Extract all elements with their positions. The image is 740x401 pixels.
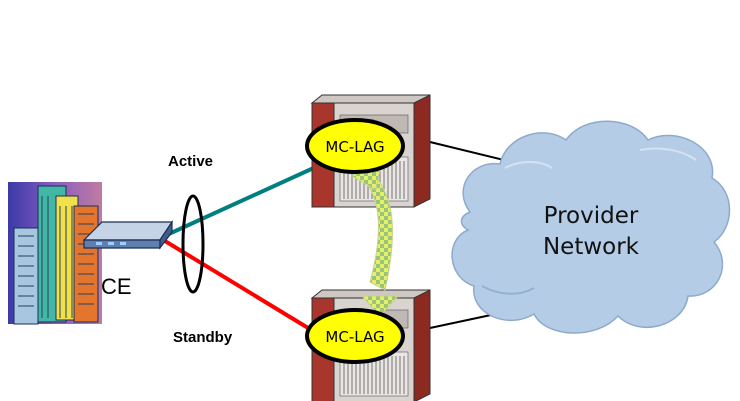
- cloud-label-line2: Network: [543, 234, 640, 260]
- cloud-label-line1: Provider: [544, 203, 639, 229]
- mc-lag-bottom-label: MC-LAG: [325, 328, 384, 346]
- mc-lag-top-label: MC-LAG: [325, 138, 384, 156]
- mc-lag-bottom-marker: MC-LAG: [305, 308, 405, 364]
- ce-label: CE: [101, 274, 132, 299]
- uplink-top: [429, 141, 513, 163]
- lag-bundle-ellipse: [181, 194, 205, 294]
- mc-lag-top-marker: MC-LAG: [305, 118, 405, 174]
- standby-link: [158, 236, 320, 336]
- active-link: [159, 164, 319, 240]
- active-label: Active: [168, 153, 213, 170]
- standby-label: Standby: [173, 329, 233, 346]
- office-buildings-icon: [8, 182, 102, 325]
- cloud-icon: Provider Network: [451, 120, 731, 334]
- ce-router-icon: [82, 220, 174, 250]
